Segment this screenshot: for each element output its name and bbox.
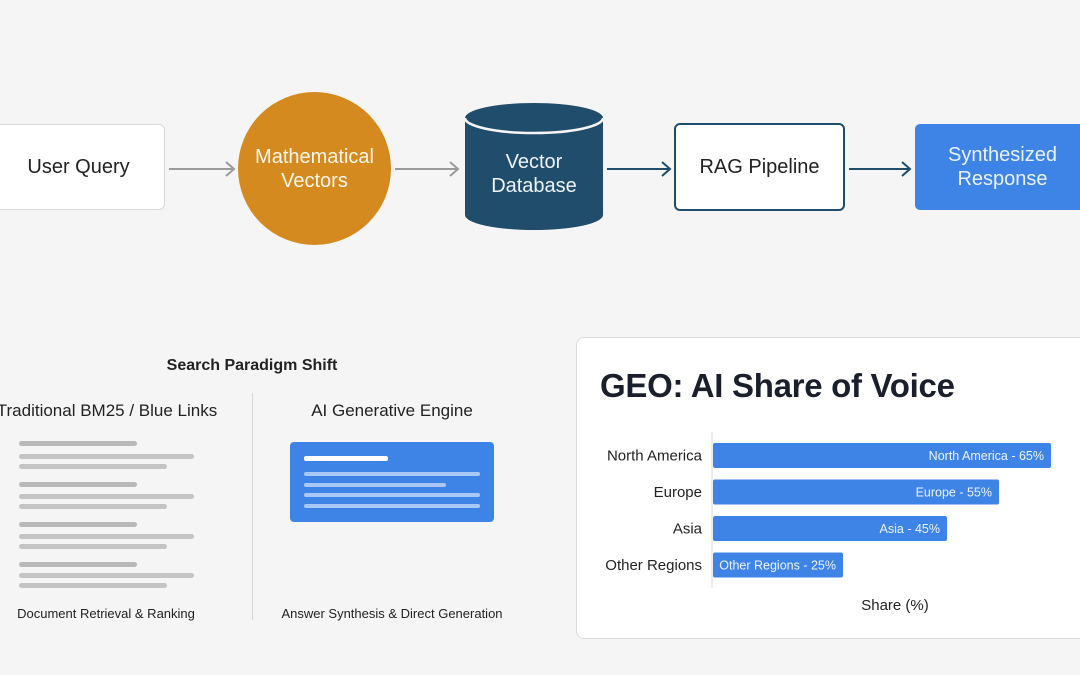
data-label: Europe - 55%: [916, 486, 992, 500]
data-label: Other Regions - 25%: [719, 559, 836, 573]
category-label: Europe: [654, 484, 702, 501]
traditional-caption: Document Retrieval & Ranking: [17, 606, 195, 621]
arrow-database-to-rag: [607, 161, 672, 177]
arrow-vectors-to-database: [395, 161, 460, 177]
synthesized-response-node: Synthesized Response: [915, 124, 1080, 210]
category-label: Asia: [673, 521, 703, 538]
paradigm-title: Search Paradigm Shift: [166, 357, 338, 374]
traditional-heading: Traditional BM25 / Blue Links: [0, 401, 218, 420]
synthesized-response-label: Synthesized Response: [948, 144, 1057, 190]
ai-engine-heading: AI Generative Engine: [311, 401, 473, 420]
panel-divider: [252, 393, 253, 620]
bar-asia: [713, 516, 947, 541]
category-label: North America: [607, 448, 703, 465]
data-label: Asia - 45%: [880, 522, 940, 536]
share-of-voice-bar-chart: North America North America - 65% Europe Eu…: [605, 432, 1051, 588]
bar-europe: [713, 479, 999, 505]
rag-pipeline-node: RAG Pipeline: [674, 123, 845, 211]
arrow-query-to-vectors: [169, 161, 236, 177]
bar-other-regions: [713, 552, 843, 578]
ai-engine-caption: Answer Synthesis & Direct Generation: [281, 606, 503, 621]
chart-x-axis-label: Share (%): [861, 597, 929, 614]
arrow-rag-to-response: [849, 161, 912, 177]
user-query-label: User Query: [27, 156, 130, 178]
rag-pipeline-label: RAG Pipeline: [699, 156, 820, 178]
vector-database-label: Vector Database: [491, 151, 577, 197]
vector-database-node: Vector Database: [464, 102, 604, 232]
data-label: North America - 65%: [929, 449, 1044, 463]
user-query-node: User Query: [0, 124, 165, 210]
generated-answer-card-icon: [290, 442, 494, 522]
chart-title: GEO: AI Share of Voice: [600, 367, 955, 404]
database-cylinder-icon: [464, 103, 604, 230]
category-label: Other Regions: [605, 557, 702, 574]
mathematical-vectors-node: Mathematical Vectors: [238, 92, 391, 245]
bar-north-america: [713, 443, 1051, 468]
mathematical-vectors-label: Mathematical Vectors: [255, 145, 374, 192]
